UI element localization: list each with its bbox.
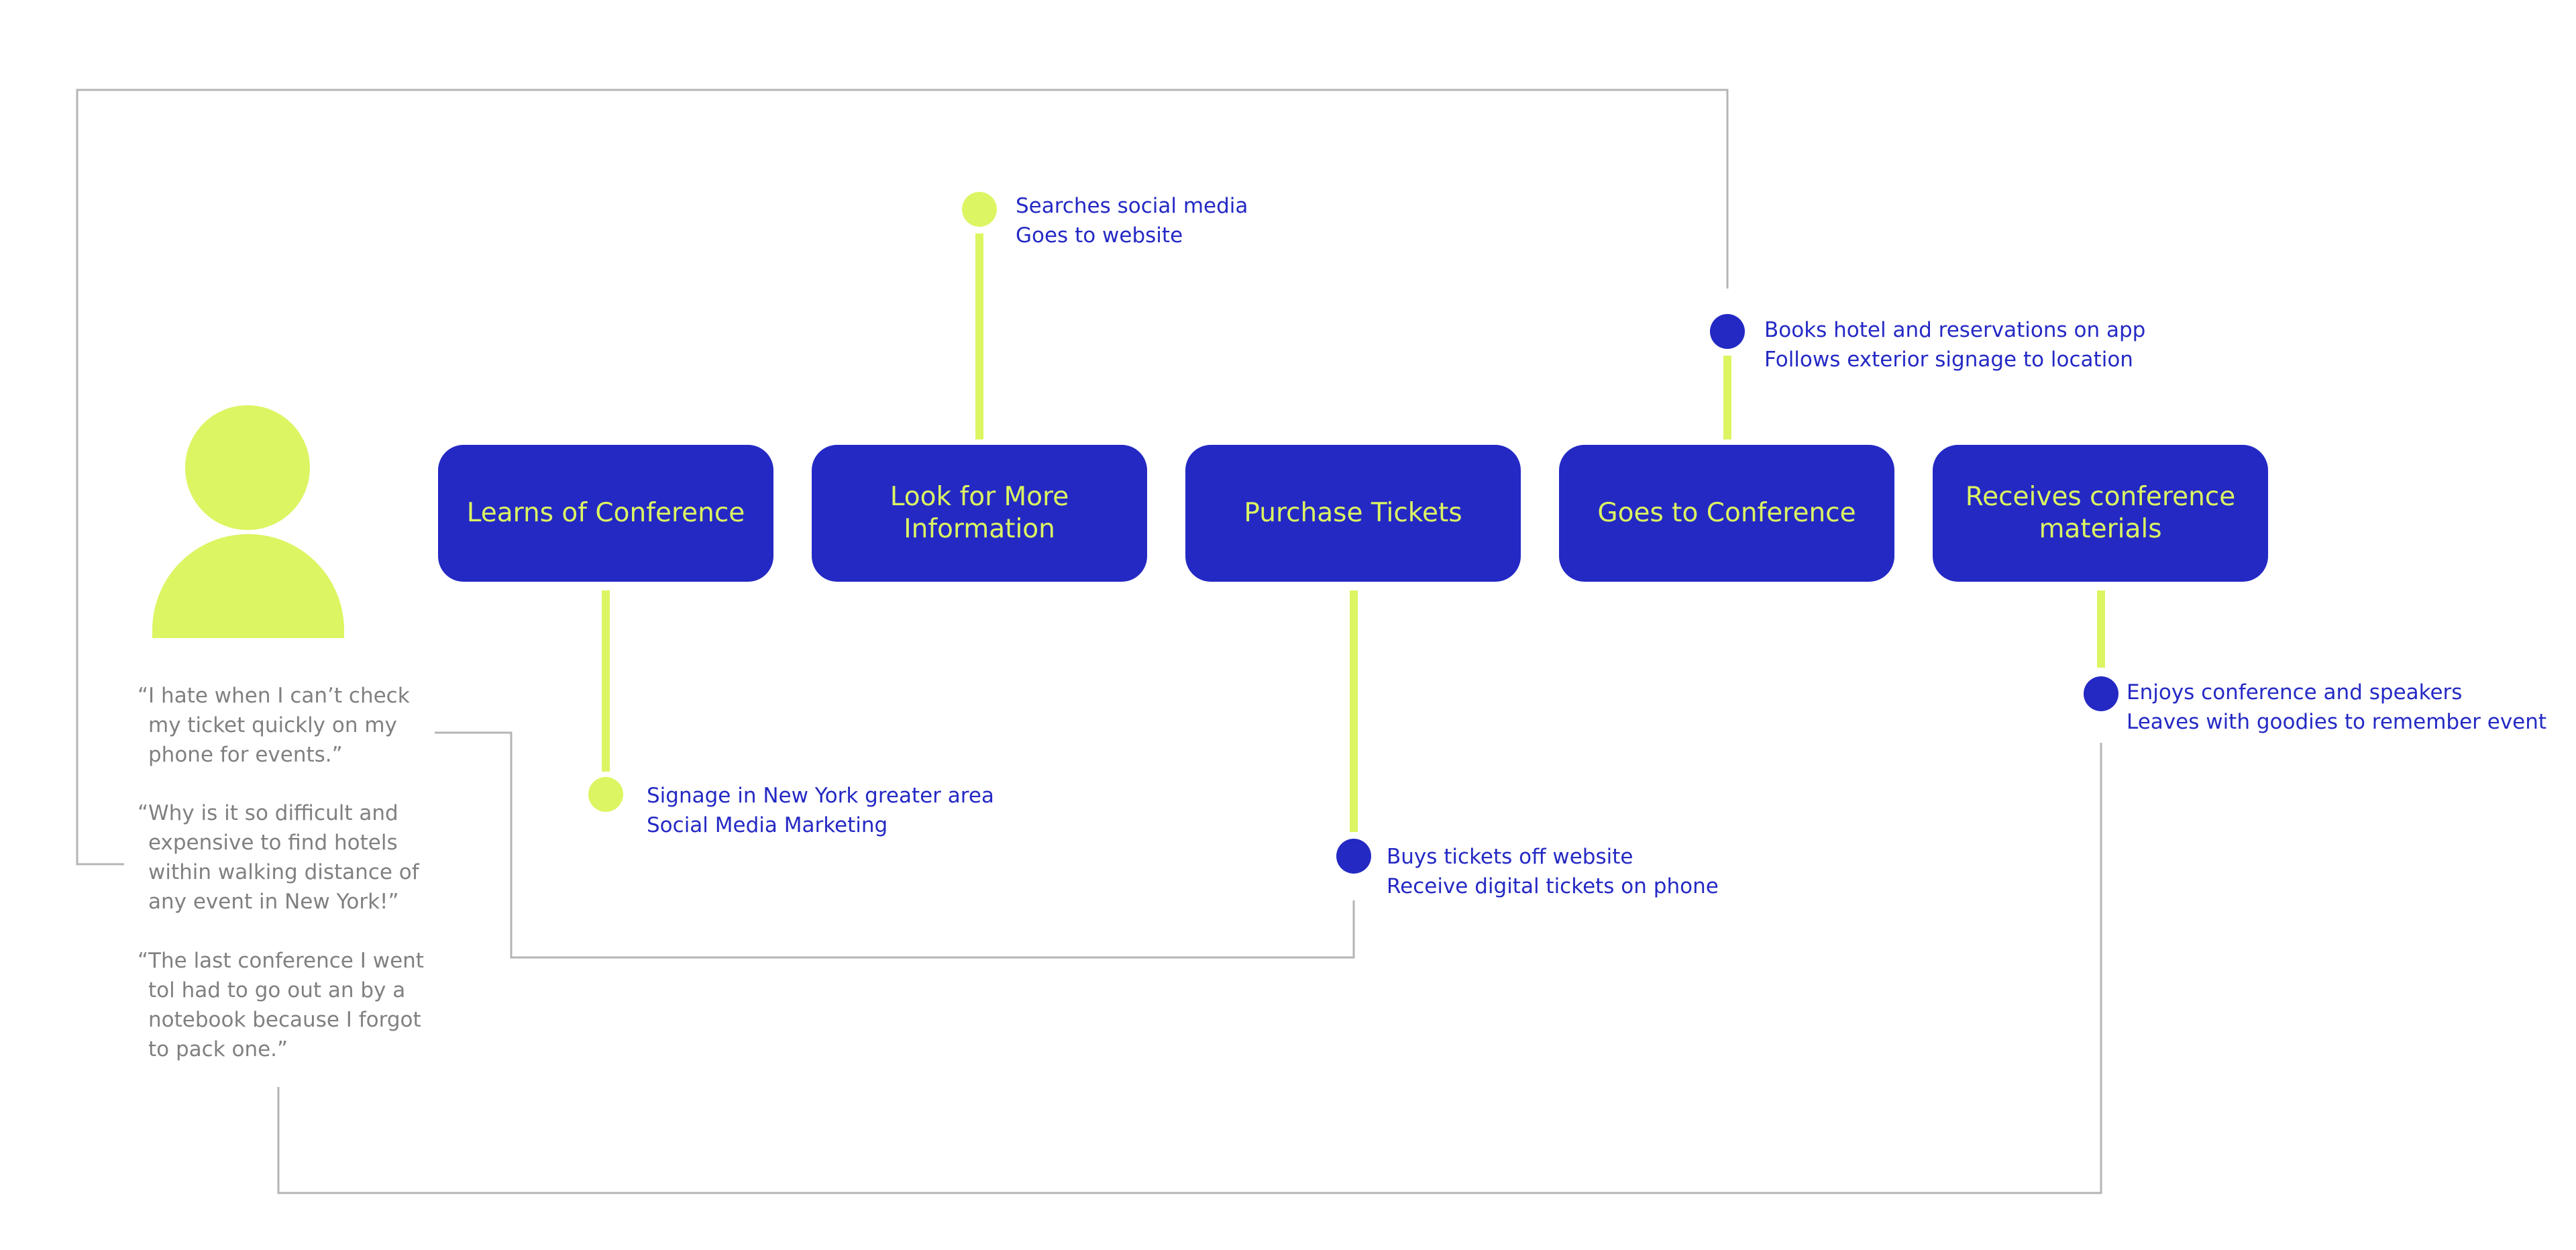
- touchpoint-note-3: Buys tickets off website Receive digital…: [1387, 845, 1719, 898]
- touchpoint-stem-2: [975, 233, 983, 439]
- touchpoint-note-5: Enjoys conference and speakers Leaves wi…: [2127, 680, 2547, 734]
- stage-look-for-more-information: Look for More Information: [812, 445, 1147, 582]
- stage-receives-conference-materials: Receives conference materials: [1933, 445, 2268, 582]
- touchpoint-dot-3: [1336, 839, 1371, 874]
- touchpoint-dot-1: [588, 777, 623, 812]
- touchpoint-note-4: Books hotel and reservations on app Foll…: [1764, 318, 2146, 372]
- touchpoint-dot-2: [962, 192, 997, 227]
- touchpoint-note-1: Signage in New York greater area Social …: [647, 784, 994, 837]
- touchpoint-stem-3: [1350, 590, 1358, 832]
- user-icon-head: [185, 405, 310, 530]
- persona-quote-1: “I hate when I can’t check my ticket qui…: [138, 684, 410, 767]
- stage-learns-of-conference: Learns of Conference: [438, 445, 773, 582]
- persona-quote-2: “Why is it so difficult and expensive to…: [138, 801, 419, 914]
- touchpoint-stem-1: [602, 590, 610, 772]
- touchpoint-dot-5: [2084, 676, 2118, 711]
- connector-line-quote-3-to-receives-materials: [277, 743, 2102, 1194]
- connector-line-quote-1-to-purchase-tickets: [435, 731, 1355, 959]
- touchpoint-stem-4: [1723, 356, 1731, 439]
- touchpoint-note-2: Searches social media Goes to website: [1016, 194, 1248, 248]
- persona-quote-3: “The last conference I went tol had to g…: [138, 949, 424, 1061]
- stage-purchase-tickets: Purchase Tickets: [1185, 445, 1521, 582]
- touchpoint-dot-4: [1710, 314, 1745, 349]
- touchpoint-stem-5: [2097, 590, 2105, 668]
- connector-line-quote-2-to-goes-to-conference: [76, 89, 1729, 866]
- stage-goes-to-conference: Goes to Conference: [1559, 445, 1894, 582]
